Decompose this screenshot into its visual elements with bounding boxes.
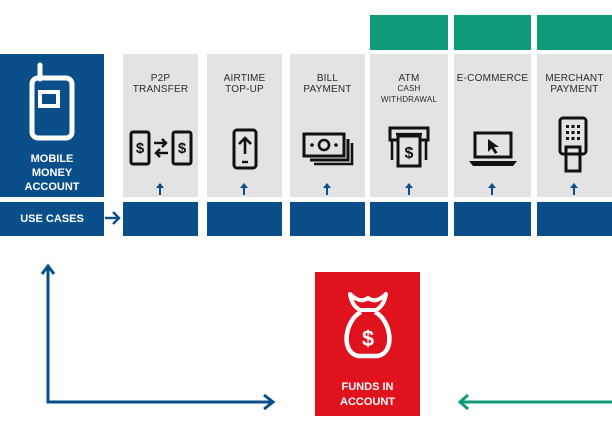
mobile-phone-icon (28, 62, 76, 142)
outflow-arrow-icon (38, 262, 280, 410)
merchant-base-bar (537, 202, 612, 236)
merchant-label-line1: MERCHANT (545, 73, 604, 84)
account-label-line3: ACCOUNT (24, 181, 80, 193)
p2p-base-bar (123, 202, 198, 236)
svg-text:$: $ (405, 145, 414, 162)
bill-label-line1: BILL (316, 73, 339, 84)
phone-topup-icon (232, 128, 258, 170)
svg-text:$: $ (136, 140, 145, 157)
use-cases-bar: USE CASES (0, 202, 104, 236)
use-cases-arrow-icon (104, 210, 122, 226)
airtime-label-line2: TOP-UP (225, 84, 264, 95)
merchant-green-tab (537, 15, 612, 50)
use-case-merchant-payment: MERCHANT PAYMENT (537, 54, 612, 197)
money-bag-icon: $ (342, 290, 394, 360)
use-case-e-commerce: E-COMMERCE (454, 54, 531, 197)
inflow-arrow-icon (456, 393, 612, 411)
ecommerce-label-line1: E-COMMERCE (456, 73, 529, 84)
use-cases-label: USE CASES (20, 213, 84, 225)
use-case-atm-cash-withdrawal: ATM CASH WITHDRAWAL $ (370, 54, 448, 197)
p2p-transfer-icon: $ $ (129, 130, 193, 166)
funds-label-line1: FUNDS IN (341, 381, 394, 393)
pos-terminal-icon (558, 116, 588, 174)
airtime-up-arrow-icon (239, 183, 249, 195)
bill-base-bar (290, 202, 365, 236)
atm-base-bar (370, 202, 448, 236)
account-label-line2: MONEY (31, 167, 73, 179)
ecommerce-up-arrow-icon (487, 183, 497, 195)
atm-up-arrow-icon (404, 183, 414, 195)
atm-label-line1: ATM (398, 73, 420, 84)
use-case-airtime-topup: AIRTIME TOP-UP (207, 54, 282, 197)
svg-text:$: $ (178, 140, 187, 157)
bill-label-line2: PAYMENT (303, 84, 352, 95)
account-label-line1: MOBILE (30, 153, 74, 165)
airtime-base-bar (207, 202, 282, 236)
funds-in-account-box: $ FUNDS IN ACCOUNT (315, 272, 420, 416)
merchant-label-line2: PAYMENT (550, 84, 599, 95)
atm-label-sub: WITHDRAWAL (380, 95, 438, 104)
atm-green-tab (370, 15, 448, 50)
airtime-label-line1: AIRTIME (223, 73, 266, 84)
svg-text:$: $ (362, 326, 374, 351)
banknotes-icon (302, 132, 354, 166)
mobile-money-account-box: MOBILE MONEY ACCOUNT (0, 54, 104, 197)
p2p-label-line2: TRANSFER (132, 84, 189, 95)
use-case-bill-payment: BILL PAYMENT (290, 54, 365, 197)
p2p-up-arrow-icon (155, 183, 165, 195)
p2p-label-line1: P2P (150, 73, 171, 84)
ecommerce-green-tab (454, 15, 531, 50)
ecommerce-base-bar (454, 202, 531, 236)
atm-label-line2: CASH (397, 84, 421, 93)
use-case-p2p-transfer: P2P TRANSFER $ $ (123, 54, 198, 197)
merchant-up-arrow-icon (569, 183, 579, 195)
bill-up-arrow-icon (322, 183, 332, 195)
laptop-cursor-icon (467, 131, 519, 167)
funds-label-line2: ACCOUNT (340, 396, 395, 408)
atm-icon: $ (388, 126, 430, 170)
